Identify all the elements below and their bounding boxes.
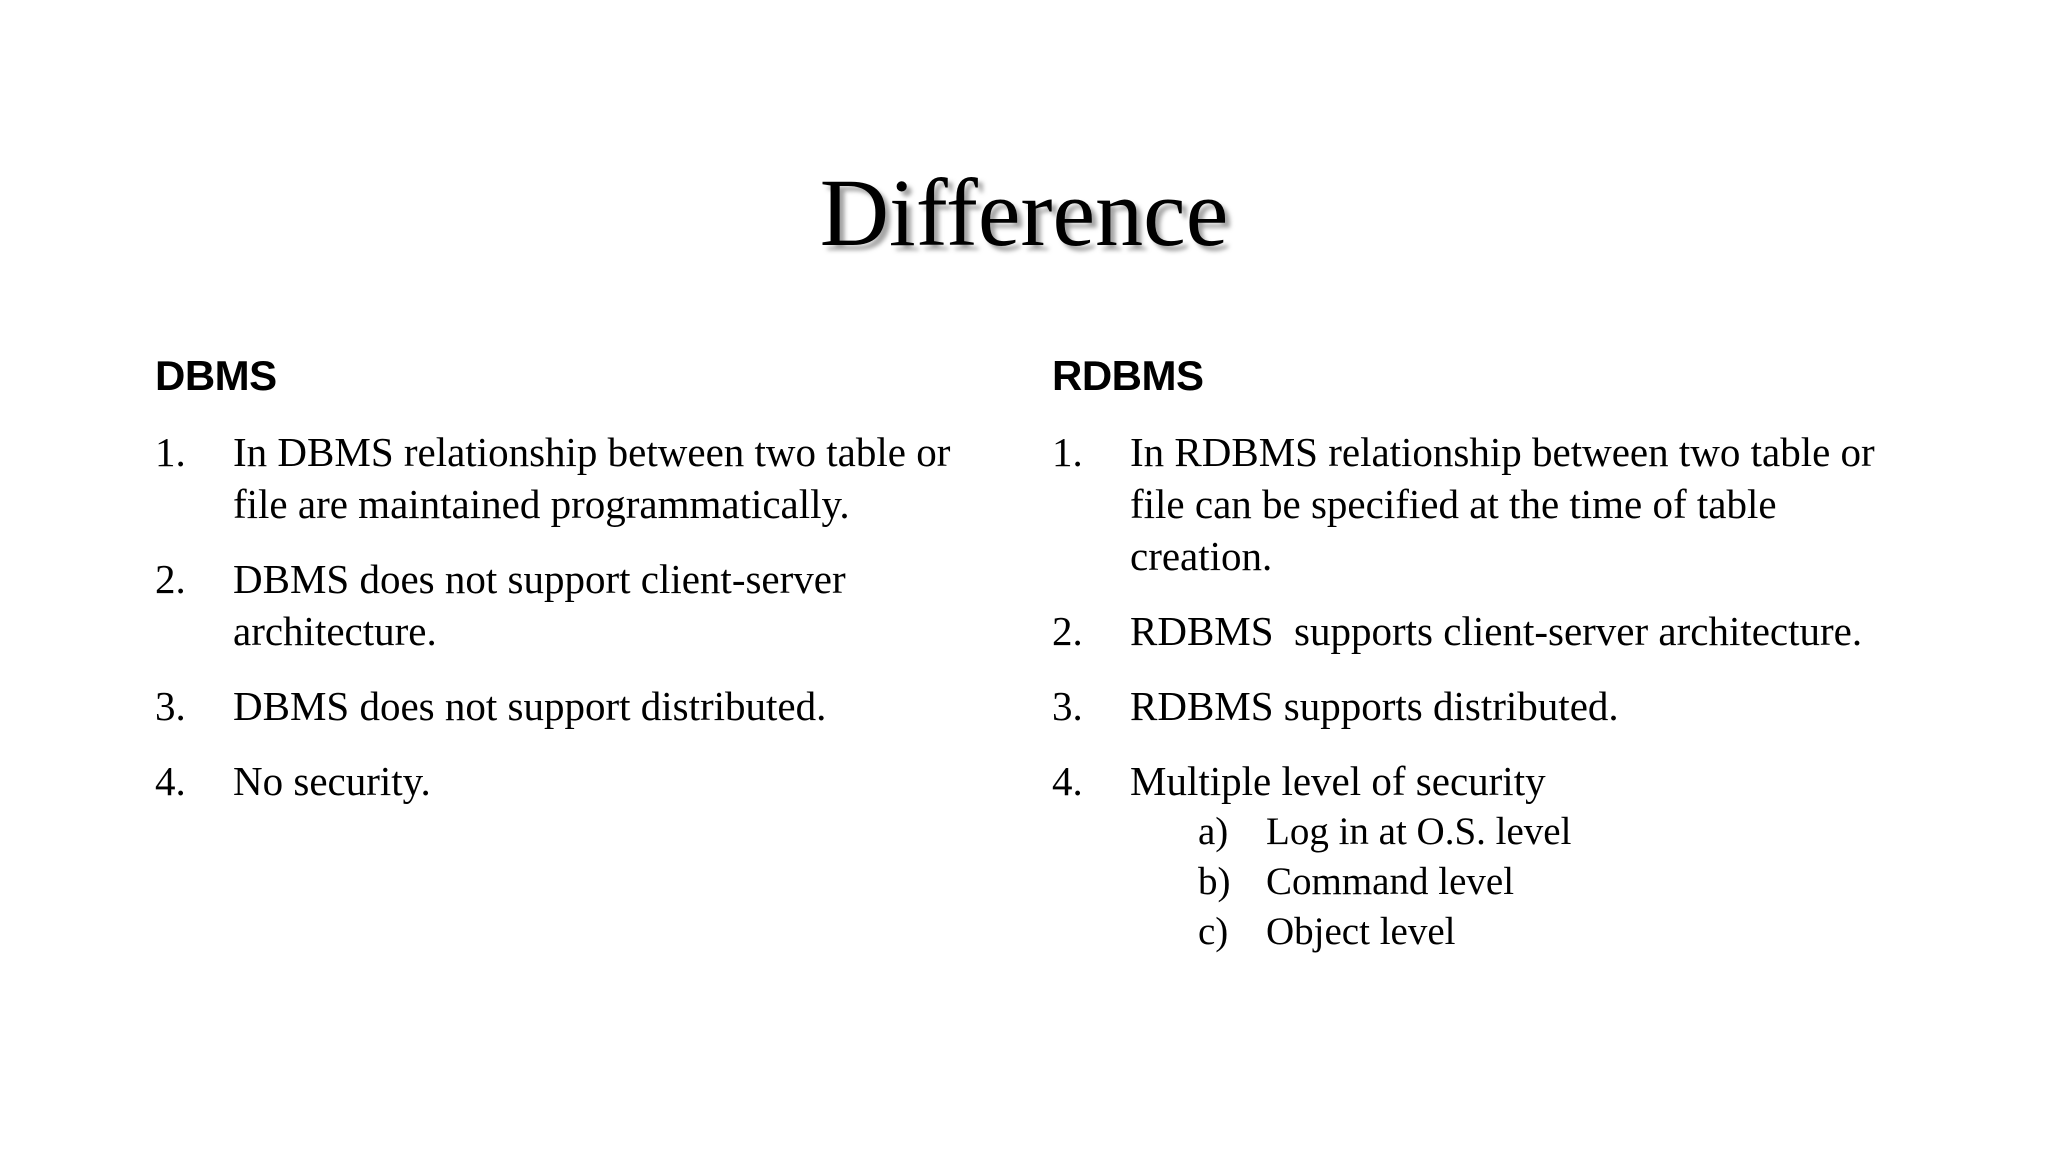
list-marker: 4. xyxy=(155,758,186,804)
list-marker: 4. xyxy=(1052,758,1083,804)
list-item: 3. RDBMS supports distributed. xyxy=(1052,680,1897,732)
list-item: 2. DBMS does not support client-server a… xyxy=(155,553,975,657)
list-item: 4. No security. xyxy=(155,755,975,807)
list-item-text: In RDBMS relationship between two table … xyxy=(1130,429,1885,579)
sub-list-marker: c) xyxy=(1198,910,1229,953)
list-item: 3. DBMS does not support distributed. xyxy=(155,680,975,732)
column-dbms: DBMS 1. In DBMS relationship between two… xyxy=(155,352,975,807)
list-item-text: In DBMS relationship between two table o… xyxy=(233,429,961,527)
page-title: Difference xyxy=(819,159,1229,267)
list-item-text: RDBMS supports client-server architectur… xyxy=(1130,608,1863,654)
sub-list-item-text: Log in at O.S. level xyxy=(1266,810,1572,853)
list-item: 1. In DBMS relationship between two tabl… xyxy=(155,426,975,530)
list-item: 2. RDBMS supports client-server architec… xyxy=(1052,605,1897,657)
list-item-text: DBMS does not support distributed. xyxy=(233,683,827,729)
sub-list-item: b) Command level xyxy=(1198,857,1897,907)
list-item-text: RDBMS supports distributed. xyxy=(1130,683,1619,729)
list-marker: 2. xyxy=(155,556,186,602)
list-marker: 1. xyxy=(1052,429,1083,475)
list-item: 4. Multiple level of security a) Log in … xyxy=(1052,755,1897,957)
sub-list-item-text: Command level xyxy=(1266,860,1515,903)
rdbms-list: 1. In RDBMS relationship between two tab… xyxy=(1052,426,1897,957)
column-heading-rdbms: RDBMS xyxy=(1052,352,1204,399)
list-item-text: Multiple level of security xyxy=(1130,758,1546,804)
dbms-list: 1. In DBMS relationship between two tabl… xyxy=(155,426,975,807)
sub-list-marker: a) xyxy=(1198,810,1229,853)
sub-list-item-text: Object level xyxy=(1266,910,1456,953)
list-item: 1. In RDBMS relationship between two tab… xyxy=(1052,426,1897,582)
list-item-text: DBMS does not support client-server arch… xyxy=(233,556,856,654)
sub-list-item: a) Log in at O.S. level xyxy=(1198,807,1897,857)
list-item-text: No security. xyxy=(233,758,431,804)
rdbms-security-sublist: a) Log in at O.S. level b) Command level… xyxy=(1130,807,1897,957)
list-marker: 2. xyxy=(1052,608,1083,654)
list-marker: 3. xyxy=(155,683,186,729)
list-marker: 1. xyxy=(155,429,186,475)
sub-list-item: c) Object level xyxy=(1198,907,1897,957)
sub-list-marker: b) xyxy=(1198,860,1231,903)
column-rdbms: RDBMS 1. In RDBMS relationship between t… xyxy=(1052,352,1897,957)
column-heading-dbms: DBMS xyxy=(155,352,277,399)
list-marker: 3. xyxy=(1052,683,1083,729)
